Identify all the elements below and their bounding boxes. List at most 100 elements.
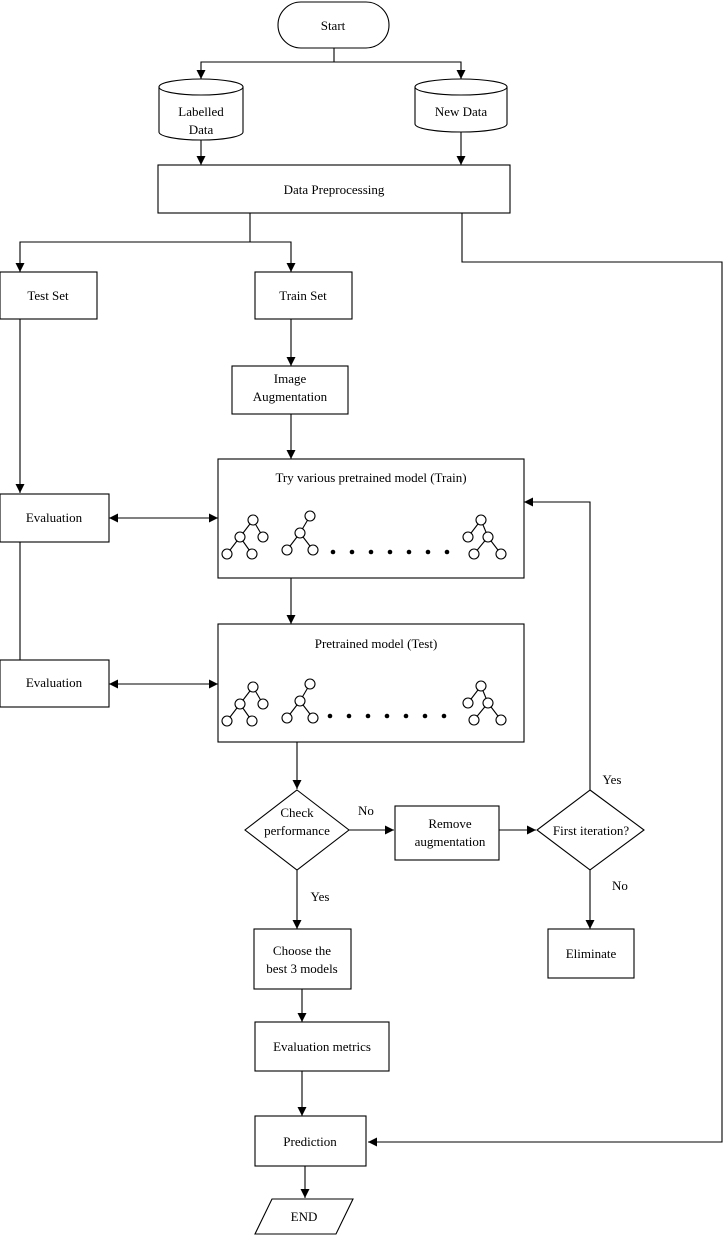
tree-node (495, 714, 507, 726)
tree-node (304, 678, 316, 690)
check-performance-label-line2: performance (264, 823, 330, 838)
test-set-node: Test Set (0, 271, 98, 320)
tree-node (495, 548, 507, 560)
tree-node (475, 680, 487, 692)
decision-tree-icon (462, 514, 507, 560)
train-models-tree-icons (221, 510, 507, 560)
check-performance-label-line1: Check (280, 805, 314, 820)
image-augmentation-label-line2: Augmentation (253, 389, 328, 404)
tree-node (234, 698, 246, 710)
tree-node (246, 715, 258, 727)
tree-node (475, 514, 487, 526)
first-iteration-label: First iteration? (553, 823, 629, 838)
ellipsis-dot (365, 713, 371, 719)
ellipsis-dot (444, 549, 450, 555)
labelled-data-label-line1: Labelled (178, 104, 224, 119)
labelled-data-node: Labelled Data (158, 78, 244, 141)
eliminate-label: Eliminate (566, 946, 617, 961)
prediction-label: Prediction (283, 1134, 337, 1149)
ellipsis-dot (425, 549, 431, 555)
evaluation-2-box (0, 659, 110, 708)
first-iteration-no-label: No (612, 878, 628, 893)
first-iteration-diamond (536, 789, 645, 871)
image-augmentation-node: Image Augmentation (231, 365, 349, 415)
check-no-label: No (358, 803, 374, 818)
edge-first-iteration-to-train-models (524, 497, 591, 790)
data-preprocessing-box (157, 164, 511, 214)
choose-best-label-line2: best 3 models (266, 961, 338, 976)
end-label: END (291, 1209, 318, 1224)
image-augmentation-box (231, 365, 349, 415)
decision-tree-icon (221, 681, 269, 727)
edge-preprocessing-to-train-set (250, 241, 296, 272)
remove-augmentation-node: Remove augmentation (394, 805, 500, 861)
edge-preprocessing-to-prediction (368, 213, 723, 1147)
tree-node (257, 698, 269, 710)
test-models-node: Pretrained model (Test) (217, 623, 525, 743)
test-set-box (0, 271, 98, 320)
tree-node (247, 681, 259, 693)
tree-node (462, 531, 474, 543)
end-parallelogram (254, 1198, 354, 1235)
evaluation-2-label: Evaluation (26, 675, 83, 690)
check-performance-node: Check performance (244, 789, 350, 871)
evaluation-metrics-node: Evaluation metrics (254, 1021, 390, 1072)
train-set-label: Train Set (279, 288, 327, 303)
tree-node (221, 548, 233, 560)
data-preprocessing-node: Data Preprocessing (157, 164, 511, 214)
ellipsis-dot (441, 713, 447, 719)
tree-node (482, 697, 494, 709)
tree-node (246, 548, 258, 560)
ellipsis-dot (406, 549, 412, 555)
ellipsis-dot (422, 713, 428, 719)
tree-node (281, 544, 293, 556)
decision-tree-icon (462, 680, 507, 726)
tree-node (468, 548, 480, 560)
ellipsis-dot (327, 713, 333, 719)
choose-best-node: Choose the best 3 models (253, 928, 352, 990)
image-augmentation-label-line1: Image (274, 371, 307, 386)
choose-best-label-line1: Choose the (273, 943, 331, 958)
tree-node (482, 531, 494, 543)
data-preprocessing-label: Data Preprocessing (284, 182, 385, 197)
new-data-cylinder-body (414, 86, 508, 133)
train-models-node: Try various pretrained model (Train) (217, 458, 525, 579)
prediction-node: Prediction (254, 1115, 367, 1167)
labelled-data-label-line2: Data (189, 122, 214, 137)
new-data-label: New Data (435, 104, 488, 119)
tree-node (462, 697, 474, 709)
tree-node (294, 695, 306, 707)
edge-start-to-new-data (334, 61, 466, 79)
ellipsis-dot (349, 549, 355, 555)
tree-node (468, 714, 480, 726)
ellipsis-dot (368, 549, 374, 555)
ellipsis-dot (384, 713, 390, 719)
test-set-label: Test Set (27, 288, 69, 303)
tree-node (304, 510, 316, 522)
prediction-box (254, 1115, 367, 1167)
start-label: Start (321, 18, 346, 33)
tree-node (234, 531, 246, 543)
eliminate-box (547, 928, 635, 979)
decision-tree-icon (281, 678, 319, 724)
tree-node (307, 544, 319, 556)
start-terminator (277, 1, 390, 49)
remove-augmentation-label-line1: Remove (428, 816, 472, 831)
ellipsis-dot (403, 713, 409, 719)
first-iteration-yes-label: Yes (603, 772, 622, 787)
choose-best-box (253, 928, 352, 990)
test-models-box (217, 623, 525, 743)
test-models-tree-icons (221, 678, 507, 727)
tree-node (247, 514, 259, 526)
tree-node (257, 531, 269, 543)
evaluation-1-node: Evaluation (0, 493, 110, 543)
end-node: END (254, 1198, 354, 1235)
ellipsis-dot (330, 549, 336, 555)
check-performance-diamond (244, 789, 350, 871)
tree-node (294, 527, 306, 539)
test-models-title: Pretrained model (Test) (315, 636, 438, 651)
ellipsis-dot (346, 713, 352, 719)
connectors (15, 48, 723, 1198)
eliminate-node: Eliminate (547, 928, 635, 979)
